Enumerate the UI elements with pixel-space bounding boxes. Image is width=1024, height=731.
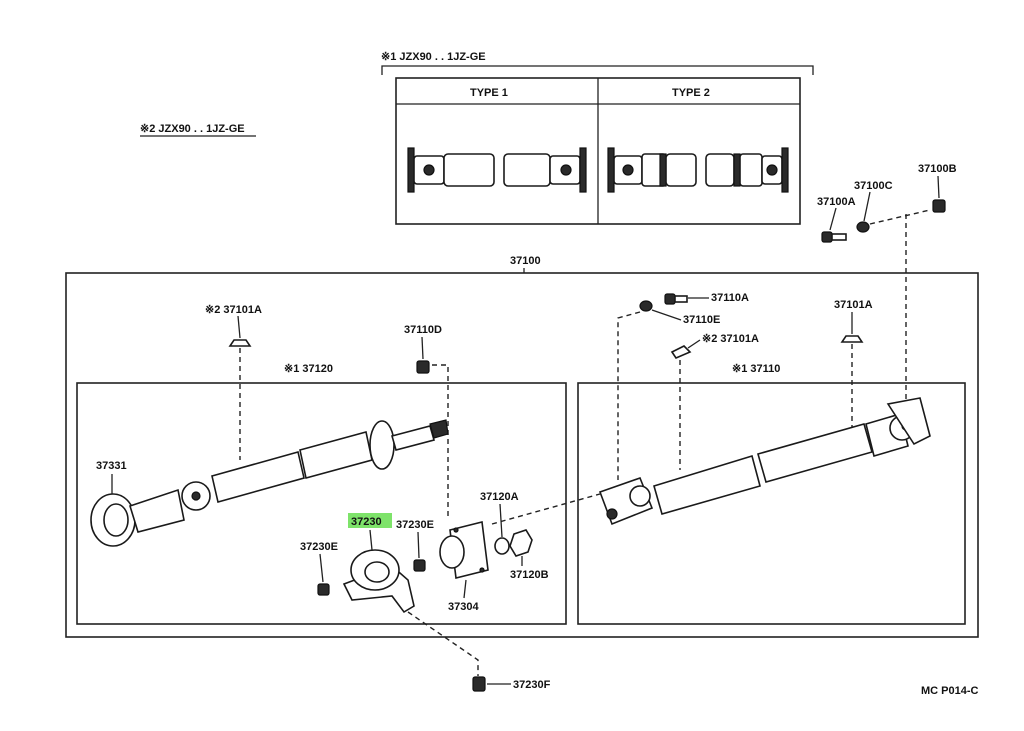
leader-37230 xyxy=(369,529,373,551)
label-37304: 37304 xyxy=(448,601,479,613)
footer-code: MC P014-C xyxy=(921,685,979,697)
washer-37120A xyxy=(494,537,510,555)
type1-shaft-drawing xyxy=(407,147,587,193)
dash-37110E-to-flange xyxy=(617,311,641,480)
note2-label: ※2 JZX90 . . 1JZ-GE xyxy=(140,123,245,135)
label-37230E-b: 37230E xyxy=(396,519,434,531)
propeller-shaft-37120 xyxy=(90,419,449,547)
flange-yoke-37304 xyxy=(439,521,489,579)
label-37120: ※1 37120 xyxy=(284,363,333,375)
leader-37110E xyxy=(651,309,682,321)
note1-label: ※1 JZX90 . . 1JZ-GE xyxy=(381,51,486,63)
label-37230F: 37230F xyxy=(513,679,551,691)
subassembly-37110-frame xyxy=(577,382,966,625)
label-37110A: 37110A xyxy=(711,292,749,304)
label-37100: 37100 xyxy=(510,255,541,267)
bolt-37110A xyxy=(664,293,688,305)
center-bearing-37230[interactable] xyxy=(342,549,415,614)
label-37120A: 37120A xyxy=(480,491,519,503)
label-37110D: 37110D xyxy=(404,324,442,336)
leader-37120A xyxy=(499,503,503,538)
label-37331: 37331 xyxy=(96,460,127,472)
highlight-37230 xyxy=(348,513,392,528)
type2-shaft-drawing xyxy=(607,147,789,193)
washer-37110E xyxy=(639,300,653,312)
bracket-37101A-mid xyxy=(670,345,692,359)
assembly-37100-frame xyxy=(65,272,979,638)
dash-37100-bolts xyxy=(869,209,931,225)
label-37120B: 37120B xyxy=(510,569,549,581)
leader-37100A xyxy=(829,207,837,231)
bolt-37100A xyxy=(821,231,847,243)
note1-bracket xyxy=(381,65,814,75)
type1-header: TYPE 1 xyxy=(470,87,508,99)
leader-37100C xyxy=(863,191,871,222)
label-37230[interactable]: 37230 xyxy=(351,516,382,528)
label-37100B: 37100B xyxy=(918,163,957,175)
leader-37100B xyxy=(937,175,940,199)
leader-37110D xyxy=(421,336,424,360)
nut-37230E-b xyxy=(413,559,426,572)
leader-37230E-b xyxy=(417,531,420,559)
leader-37101A-left xyxy=(237,315,241,339)
nut-37100B xyxy=(932,199,946,213)
nut-37120B xyxy=(509,529,533,557)
propeller-shaft-37110 xyxy=(598,397,931,526)
dash-37230F xyxy=(407,611,479,676)
bolt-37230F xyxy=(472,676,486,692)
leader-37304 xyxy=(463,579,467,599)
leader-37101A-mid xyxy=(687,339,701,349)
bracket-37101A-right xyxy=(840,335,864,343)
washer-37100C xyxy=(856,221,870,233)
label-37230E-a: 37230E xyxy=(300,541,338,553)
leader-37230E-a xyxy=(319,553,324,583)
type-comparison-group: ※1 JZX90 . . 1JZ-GE TYPE 1 TYPE 2 xyxy=(381,51,814,225)
label-37110: ※1 37110 xyxy=(732,363,780,375)
label-37100C: 37100C xyxy=(854,180,893,192)
bracket-37101A-left xyxy=(228,339,252,347)
label-37101A-mid: ※2 37101A xyxy=(702,333,759,345)
label-37101A-right: 37101A xyxy=(834,299,873,311)
dash-37110D xyxy=(432,364,449,520)
dash-flange-to-rear xyxy=(491,493,601,525)
label-37101A-left: ※2 37101A xyxy=(205,304,262,316)
type2-header: TYPE 2 xyxy=(672,87,710,99)
label-37100A: 37100A xyxy=(817,196,856,208)
label-37110E: 37110E xyxy=(683,314,720,326)
nut-37230E-a xyxy=(317,583,330,596)
nut-37110D xyxy=(416,360,430,374)
